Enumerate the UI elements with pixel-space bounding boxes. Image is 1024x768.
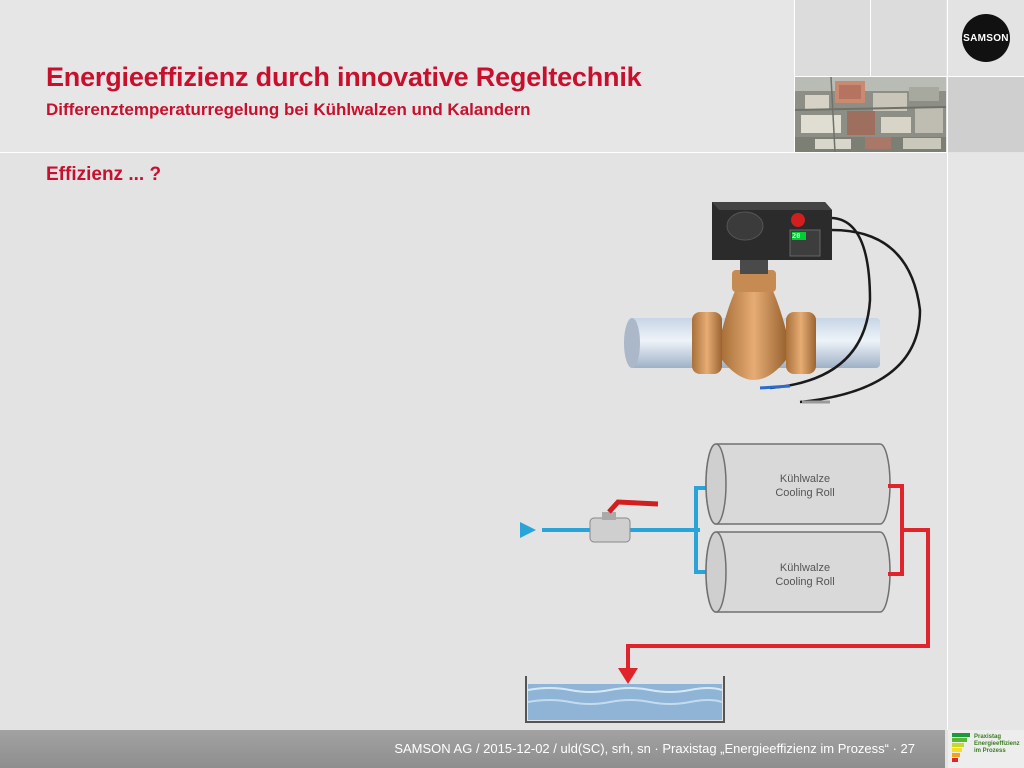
grid-line-v2 xyxy=(870,0,871,76)
roll-top-label: Kühlwalze Cooling Roll xyxy=(715,472,895,500)
energy-scale-icon xyxy=(952,733,970,762)
badge-text-3: im Prozess xyxy=(974,748,1006,754)
header-divider xyxy=(0,152,948,153)
aerial-factory-photo xyxy=(795,77,946,152)
header-band xyxy=(0,0,794,152)
header-tile-2 xyxy=(948,77,1024,152)
roll-bottom-label: Kühlwalze Cooling Roll xyxy=(715,561,895,589)
roll-bottom-label-en: Cooling Roll xyxy=(775,576,835,588)
samson-logo: SAMSON xyxy=(962,14,1010,62)
grid-line-v3 xyxy=(947,0,948,730)
roll-bottom-label-de: Kühlwalze xyxy=(779,562,831,574)
energy-efficiency-badge: Praxistag Energieeffizienz im Prozess xyxy=(948,730,1024,768)
control-valve-illustration xyxy=(624,202,922,404)
roll-top-label-en: Cooling Roll xyxy=(775,487,835,499)
grid-line-h1 xyxy=(794,76,1024,77)
cooling-roll-schematic xyxy=(520,443,930,723)
right-column xyxy=(948,153,1024,730)
section-heading: Effizienz ... ? xyxy=(46,164,162,185)
footer-bar: SAMSON AG / 2015-12-02 / uld(SC), srh, s… xyxy=(0,730,945,768)
badge-text: Praxistag Energieeffizienz im Prozess xyxy=(974,734,1020,755)
badge-text-1: Praxistag xyxy=(974,734,1002,740)
page-title: Energieeffizienz durch innovative Regelt… xyxy=(46,62,642,92)
page-subtitle: Differenztemperaturregelung bei Kühlwalz… xyxy=(46,100,531,119)
controller-display: 20 xyxy=(792,232,801,240)
roll-top-label-de: Kühlwalze xyxy=(779,473,831,485)
footer-text: SAMSON AG / 2015-12-02 / uld(SC), srh, s… xyxy=(394,741,915,756)
badge-text-2: Energieeffizienz xyxy=(974,741,1020,747)
